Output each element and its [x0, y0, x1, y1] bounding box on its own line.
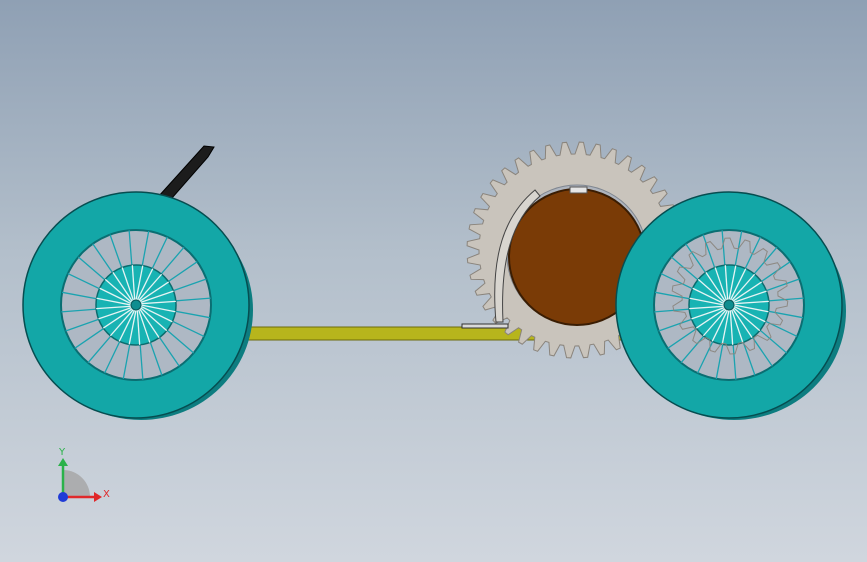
triad-x-label: X	[103, 489, 110, 500]
rear-hub-spoke	[689, 297, 725, 306]
triad-y-label: Y	[58, 447, 66, 458]
front-hub-spoke	[128, 309, 137, 345]
rear-hub-spoke	[695, 308, 726, 329]
front-hub-spoke	[96, 297, 132, 306]
rear-hub-spoke	[733, 305, 766, 323]
rear-wheel[interactable]	[615, 191, 846, 420]
rear-hub-spoke	[691, 306, 725, 320]
front-hub-spoke	[139, 281, 170, 302]
rear-hub-spoke	[705, 271, 726, 302]
small-gear-visible-teeth	[671, 237, 789, 355]
rear-hub-spoke	[733, 290, 767, 304]
rear-hub-spoke	[702, 308, 727, 337]
rear-hub-spoke	[692, 287, 725, 305]
front-hub-spokes	[96, 265, 176, 345]
front-hub-spoke	[140, 300, 176, 305]
rear-hub-spoke	[724, 265, 729, 301]
rear-hub-spoke	[731, 273, 756, 302]
belt-clamp	[461, 323, 509, 329]
rear-hub-spoke	[728, 265, 737, 301]
motor-drum[interactable]	[508, 186, 646, 326]
front-hub-spoke	[118, 309, 136, 342]
front-hub-spoke	[139, 308, 160, 339]
front-hub-spoke	[99, 287, 132, 305]
coordinate-triad[interactable]: X Y	[58, 447, 110, 502]
rear-hub-spoke	[721, 309, 730, 345]
rear-hub-spoke	[697, 278, 726, 303]
rear-hub-spoke	[714, 267, 728, 301]
motor-key-slot	[569, 186, 588, 194]
front-hub-spoke	[137, 309, 151, 343]
rear-axle	[723, 299, 735, 311]
rear-hub-spoke	[733, 300, 769, 305]
front-axle	[130, 299, 142, 311]
triad-y-arrow-icon	[58, 458, 68, 466]
front-hub-spoke	[138, 273, 163, 302]
rear-hub-spoke	[732, 281, 763, 302]
rear-hub-spoke	[732, 308, 753, 339]
triad-z-axis-dot	[58, 492, 68, 502]
rear-hub-spoke	[711, 309, 729, 342]
front-hub-spoke	[102, 308, 133, 329]
triad-quadrant	[63, 470, 90, 497]
front-hub-spoke	[112, 271, 133, 302]
front-hub-spoke	[140, 304, 176, 313]
rear-hub-spoke	[729, 309, 734, 345]
front-wheel[interactable]	[22, 191, 253, 420]
front-hub-spoke	[135, 265, 144, 301]
front-hub-spoke	[136, 309, 141, 345]
front-hub-spoke	[140, 305, 173, 323]
triad-x-arrow-icon	[94, 492, 102, 502]
rear-hub-spoke	[729, 268, 747, 301]
front-hub-spoke	[98, 306, 132, 320]
rear-hub-spoke	[732, 307, 761, 332]
rear-hub-spokes	[689, 265, 769, 345]
front-hub-spoke	[131, 265, 136, 301]
front-hub-spoke	[139, 307, 168, 332]
rear-hub-spoke	[689, 305, 725, 310]
front-hub-spoke	[104, 278, 133, 303]
rear-hub-spoke	[730, 309, 744, 343]
rear-hub-spoke	[733, 304, 769, 313]
drive-belt	[494, 189, 541, 323]
front-hub-spoke	[121, 267, 135, 301]
front-hub-spoke	[136, 268, 154, 301]
front-hub-spoke	[109, 308, 134, 337]
front-hub-spoke	[140, 290, 174, 304]
front-hub-spoke	[96, 305, 132, 310]
